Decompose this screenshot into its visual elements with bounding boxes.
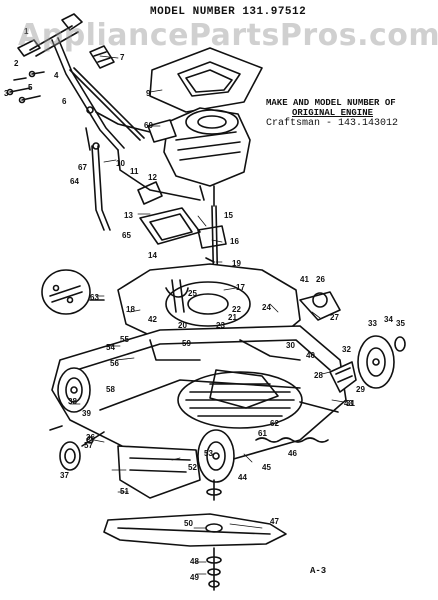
part-number: 31 bbox=[346, 399, 355, 408]
part-number: 19 bbox=[232, 259, 241, 268]
part-number: 61 bbox=[258, 429, 267, 438]
part-number: 14 bbox=[148, 251, 157, 260]
part-number: 41 bbox=[300, 275, 309, 284]
part-number: 2 bbox=[14, 59, 19, 68]
part-number: 43 bbox=[344, 399, 353, 408]
part-number: 39 bbox=[82, 409, 91, 418]
part-number: 24 bbox=[262, 303, 271, 312]
part-number: 54 bbox=[106, 343, 115, 352]
part-number: 50 bbox=[184, 519, 193, 528]
part-number: 25 bbox=[188, 289, 197, 298]
part-number: 6 bbox=[62, 97, 67, 106]
part-number: 28 bbox=[314, 371, 323, 380]
part-number: 26 bbox=[316, 275, 325, 284]
part-number: 35 bbox=[396, 319, 405, 328]
height-adjuster bbox=[299, 291, 357, 393]
part-number: 65 bbox=[122, 231, 131, 240]
part-number: 40 bbox=[306, 351, 315, 360]
part-number: 49 bbox=[190, 573, 199, 582]
part-number: 45 bbox=[262, 463, 271, 472]
part-number: 7 bbox=[120, 53, 125, 62]
part-number: 3 bbox=[4, 89, 9, 98]
part-number: 36 bbox=[86, 433, 95, 442]
mounting-plate bbox=[137, 181, 227, 249]
part-number: 23 bbox=[216, 321, 225, 330]
part-number: 44 bbox=[238, 473, 247, 482]
part-number: 56 bbox=[110, 359, 119, 368]
handle-assembly bbox=[17, 13, 201, 231]
part-number: 63 bbox=[90, 293, 99, 302]
part-number: 10 bbox=[116, 159, 125, 168]
wheel-front-left bbox=[57, 367, 91, 413]
mower-deck bbox=[51, 263, 347, 499]
part-number: 58 bbox=[106, 385, 115, 394]
part-number: 48 bbox=[190, 557, 199, 566]
part-number: 42 bbox=[148, 315, 157, 324]
part-number: 13 bbox=[124, 211, 133, 220]
blade bbox=[103, 479, 287, 591]
wheel-hardware-left bbox=[49, 425, 105, 471]
wheel-rear-left bbox=[197, 429, 235, 483]
part-number: 38 bbox=[68, 397, 77, 406]
part-number: 17 bbox=[236, 283, 245, 292]
model-number-heading: MODEL NUMBER 131.97512 bbox=[150, 6, 307, 18]
part-number: 32 bbox=[342, 345, 351, 354]
throttle-control bbox=[89, 45, 115, 69]
part-number-labels: 1 2 3 4 5 6 7 9 10 11 12 13 14 15 16 17 … bbox=[4, 27, 405, 582]
part-number: 20 bbox=[178, 321, 187, 330]
part-number: 18 bbox=[126, 305, 135, 314]
part-number: 16 bbox=[230, 237, 239, 246]
part-number: 64 bbox=[70, 177, 79, 186]
part-number: 21 bbox=[228, 313, 237, 322]
part-number: 51 bbox=[120, 487, 129, 496]
part-number: 4 bbox=[54, 71, 59, 80]
part-number: 53 bbox=[204, 449, 213, 458]
handle-bolts bbox=[6, 70, 45, 104]
part-number: 55 bbox=[120, 335, 129, 344]
wheel-right bbox=[357, 335, 406, 389]
part-number: 59 bbox=[182, 339, 191, 348]
part-number: 30 bbox=[286, 341, 295, 350]
part-number: 1 bbox=[24, 27, 29, 36]
part-number: 5 bbox=[28, 83, 33, 92]
part-number: 47 bbox=[270, 517, 279, 526]
part-number: 67 bbox=[78, 163, 87, 172]
part-number: 52 bbox=[188, 463, 197, 472]
engine-note-line-2: ORIGINAL ENGINE bbox=[292, 108, 374, 118]
engine-shroud bbox=[149, 47, 263, 113]
part-number: 57 bbox=[84, 441, 93, 450]
part-number: 11 bbox=[130, 167, 139, 176]
part-number: 15 bbox=[224, 211, 233, 220]
page-reference: A-3 bbox=[310, 566, 327, 576]
part-number: 27 bbox=[330, 313, 339, 322]
part-number: 37 bbox=[60, 471, 69, 480]
engine-model-note: MAKE AND MODEL NUMBER OF ORIGINAL ENGINE… bbox=[266, 98, 436, 129]
part-number: 34 bbox=[384, 315, 393, 324]
part-number: 60 bbox=[144, 121, 153, 130]
leader-lines bbox=[69, 55, 345, 575]
watermark: AppliancePartsPros.com bbox=[18, 18, 438, 53]
part-number: 33 bbox=[368, 319, 377, 328]
part-number: 29 bbox=[356, 385, 365, 394]
engine-note-line-1: MAKE AND MODEL NUMBER OF bbox=[266, 98, 396, 108]
engine-note-line-3: Craftsman - 143.143012 bbox=[266, 118, 399, 129]
part-number: 12 bbox=[148, 173, 157, 182]
detail-inset bbox=[41, 269, 105, 315]
engine bbox=[147, 107, 251, 207]
part-number: 62 bbox=[270, 419, 279, 428]
part-number: 22 bbox=[232, 305, 241, 314]
part-number: 9 bbox=[146, 89, 151, 98]
part-number: 46 bbox=[288, 449, 297, 458]
